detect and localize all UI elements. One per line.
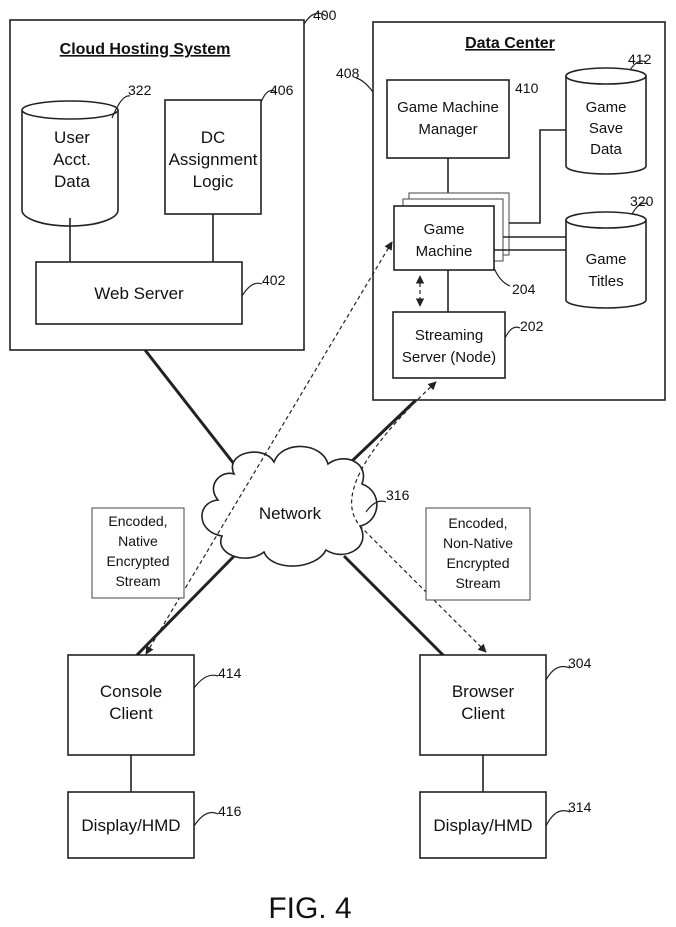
- browser-line-2: Client: [461, 704, 505, 723]
- game-machine-ref-leader: [493, 267, 511, 287]
- game-save-data-database: [565, 67, 647, 175]
- dc-logic-line-1: DC: [201, 128, 226, 147]
- console-ref: 414: [218, 665, 242, 681]
- native-stream-path: [145, 241, 393, 655]
- web-server-ref: 402: [262, 272, 286, 288]
- streaming-server-box: [392, 311, 506, 379]
- console-ref-leader: [193, 674, 219, 689]
- native-note-line-2: Native: [118, 533, 158, 549]
- cloud-ref: 400: [313, 7, 337, 23]
- cloud-ref-leader: [303, 12, 327, 25]
- data-center-title: Data Center: [465, 35, 555, 52]
- console-display-ref: 416: [218, 803, 242, 819]
- titles-db-ref-leader: [631, 202, 649, 215]
- streaming-ref-leader: [504, 326, 521, 339]
- native-note-line-1: Encoded,: [108, 513, 167, 529]
- console-display-ref-leader: [193, 811, 219, 827]
- cloud-to-network-link: [143, 349, 247, 479]
- game-machine-line-2: Machine: [416, 243, 473, 260]
- titles-db-line-1: Game: [586, 251, 627, 268]
- native-stream-note: [91, 507, 185, 599]
- browser-display-ref-leader: [545, 810, 571, 827]
- non-native-stream-note: [425, 507, 531, 601]
- console-client-box: [67, 654, 195, 756]
- console-line-2: Client: [109, 704, 153, 723]
- data-center-ref-leader: [355, 77, 374, 93]
- browser-ref: 304: [568, 655, 592, 671]
- non-native-stream-path: [351, 381, 487, 653]
- gm-manager-line-2: Manager: [418, 121, 477, 138]
- save-db-ref-leader: [629, 60, 647, 71]
- console-display-label: Display/HMD: [81, 816, 180, 835]
- console-display-box: [67, 791, 195, 859]
- game-machine-line-1: Game: [424, 221, 465, 238]
- browser-client-box: [419, 654, 547, 756]
- data-center-ref: 408: [336, 65, 360, 81]
- figure-label: FIG. 4: [268, 892, 351, 925]
- save-db-ref: 412: [628, 51, 652, 67]
- non-native-note-line-3: Encrypted: [446, 555, 509, 571]
- save-db-line-3: Data: [590, 141, 622, 158]
- titles-db-ref: 320: [630, 193, 654, 209]
- streaming-line-2: Server (Node): [402, 349, 496, 366]
- cloud-hosting-title: Cloud Hosting System: [60, 41, 231, 58]
- browser-display-label: Display/HMD: [433, 816, 532, 835]
- game-machine-box: [393, 205, 495, 271]
- game-machine-ref: 204: [512, 281, 536, 297]
- browser-line-1: Browser: [452, 682, 515, 701]
- game-titles-database: [565, 211, 647, 309]
- game-machine-to-save-data-line: [509, 129, 566, 224]
- dc-logic-ref: 406: [270, 82, 294, 98]
- titles-db-line-2: Titles: [588, 273, 623, 290]
- streaming-line-1: Streaming: [415, 327, 483, 344]
- browser-ref-leader: [545, 665, 571, 681]
- streaming-ref: 202: [520, 318, 544, 334]
- non-native-note-line-1: Encoded,: [448, 515, 507, 531]
- user-db-line-3: Data: [54, 172, 90, 191]
- web-server-label: Web Server: [94, 284, 184, 303]
- dc-logic-line-2: Assignment: [169, 150, 258, 169]
- network-label: Network: [259, 504, 322, 523]
- save-db-line-1: Game: [586, 99, 627, 116]
- network-ref: 316: [386, 487, 410, 503]
- native-note-line-4: Stream: [115, 573, 160, 589]
- user-db-ref: 322: [128, 82, 152, 98]
- user-db-line-2: Acct.: [53, 150, 91, 169]
- user-account-data-database: [21, 100, 119, 227]
- native-note-line-3: Encrypted: [106, 553, 169, 569]
- non-native-note-line-2: Non-Native: [443, 535, 513, 551]
- gm-manager-ref: 410: [515, 80, 539, 96]
- save-db-line-2: Save: [589, 120, 623, 137]
- browser-display-ref: 314: [568, 799, 592, 815]
- dc-assignment-logic-box: [164, 99, 262, 215]
- non-native-note-line-4: Stream: [455, 575, 500, 591]
- dc-logic-ref-leader: [260, 89, 277, 103]
- console-line-1: Console: [100, 682, 162, 701]
- dc-logic-line-3: Logic: [193, 172, 234, 191]
- user-db-ref-leader: [111, 95, 131, 119]
- user-db-line-1: User: [54, 128, 90, 147]
- game-machine-manager-box: [386, 79, 510, 159]
- gm-manager-line-1: Game Machine: [397, 99, 499, 116]
